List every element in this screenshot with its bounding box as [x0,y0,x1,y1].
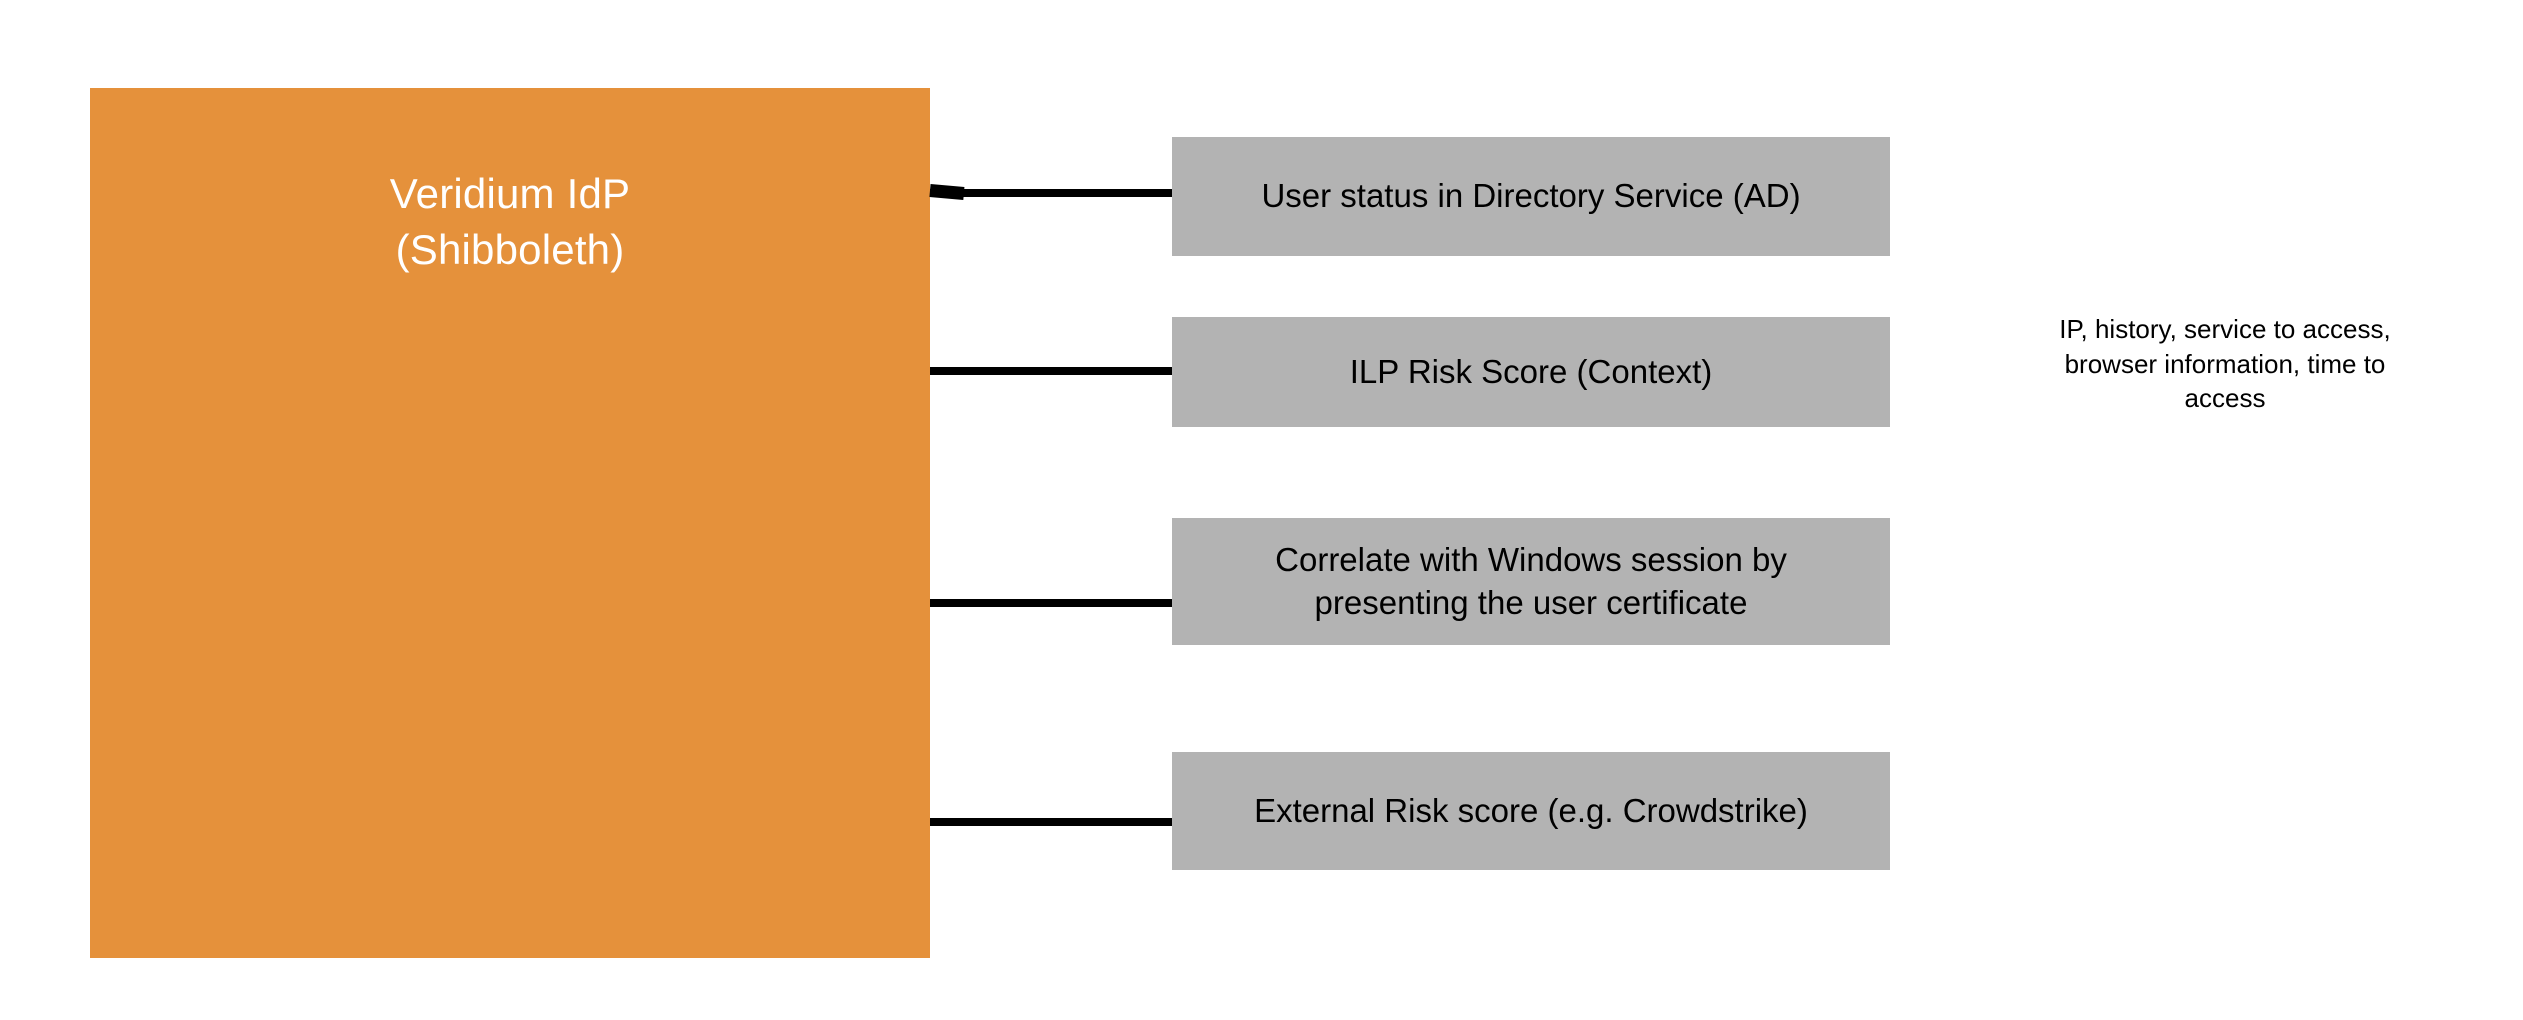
factor-node-label: Correlate with Windows session by presen… [1275,541,1787,621]
factor-node-user-status-directory-service[interactable]: User status in Directory Service (AD) [1172,137,1890,256]
connector-line-ilp-risk-score [930,367,1172,375]
primary-node-label: Veridium IdP (Shibboleth) [389,170,631,273]
factor-node-label: ILP Risk Score (Context) [1349,352,1713,390]
factor-node-ilp-risk-score[interactable]: ILP Risk Score (Context) [1172,317,1890,427]
connector-line-external-risk-score [930,818,1172,826]
annotation-context-signals: IP, history, service to access, browser … [2059,314,2391,414]
connector-line-windows-session [930,599,1172,607]
factor-node-correlate-windows-session[interactable]: Correlate with Windows session by presen… [1172,518,1890,645]
factor-node-label: User status in Directory Service (AD) [1261,177,1801,215]
connector-line-user-status [930,189,1172,197]
primary-node-veridium-idp[interactable]: Veridium IdP (Shibboleth) [90,88,930,958]
factor-node-label: External Risk score (e.g. Crowdstrike) [1254,791,1808,829]
factor-node-external-risk-score[interactable]: External Risk score (e.g. Crowdstrike) [1172,752,1890,870]
